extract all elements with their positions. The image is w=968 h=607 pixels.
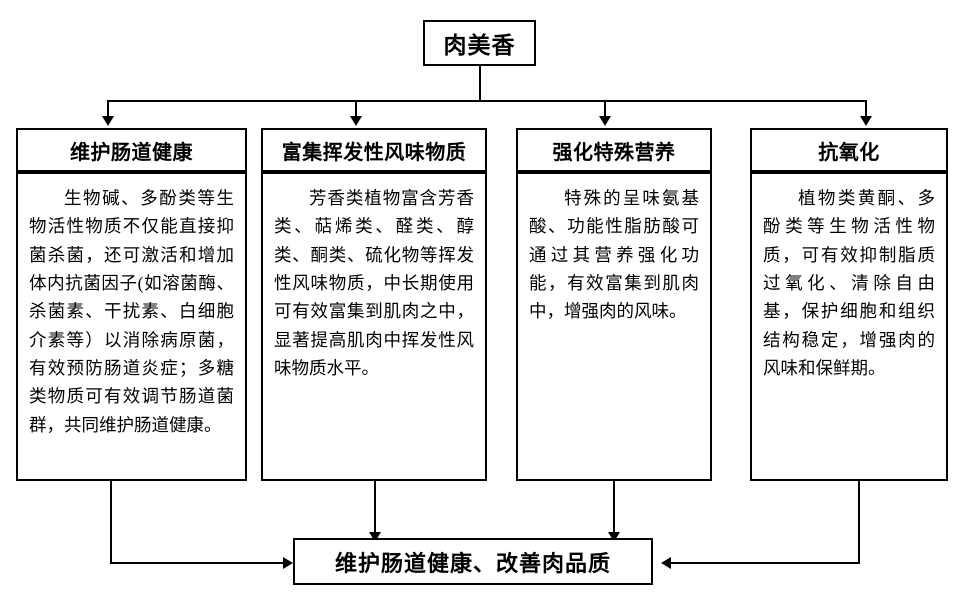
- column-header-1: 维护肠道健康: [16, 128, 247, 172]
- branch-line-4: [865, 100, 867, 118]
- branch-line-1: [107, 100, 109, 118]
- outflow-line-1-horizontal: [110, 562, 285, 564]
- column-body-1: 生物碱、多酚类等生物活性物质不仅能直接抑菌杀菌，还可激活和增加体内抗菌因子(如溶…: [16, 172, 247, 481]
- column-body-2: 芳香类植物富含芳香类、萜烯类、醛类、醇类、酮类、硫化物等挥发性风味物质，中长期使…: [261, 172, 487, 481]
- branch-line-3: [604, 100, 606, 118]
- column-header-2-text: 富集挥发性风味物质: [281, 141, 467, 164]
- column-body-1-text: 生物碱、多酚类等生物活性物质不仅能直接抑菌杀菌，还可激活和增加体内抗菌因子(如溶…: [29, 188, 234, 435]
- column-header-2: 富集挥发性风味物质: [261, 128, 487, 172]
- column-header-3: 强化特殊营养: [516, 128, 712, 172]
- outcome-text: 维护肠道健康、改善肉品质: [334, 550, 611, 576]
- branch-line-2: [355, 100, 357, 118]
- outflow-arrow-3: [608, 532, 620, 542]
- outflow-arrow-2: [369, 532, 381, 542]
- outflow-line-3: [613, 481, 615, 535]
- column-body-3-text: 特殊的呈味氨基酸、功能性脂肪酸可通过其营养强化功能，有效富集到肌肉中，增强肉的风…: [529, 188, 699, 322]
- branch-arrow-2: [350, 116, 362, 126]
- outflow-line-2: [374, 481, 376, 535]
- outflow-arrow-4: [661, 557, 671, 569]
- column-body-2-text: 芳香类植物富含芳香类、萜烯类、醛类、醇类、酮类、硫化物等挥发性风味物质，中长期使…: [274, 188, 474, 379]
- outflow-arrow-1: [283, 557, 293, 569]
- column-header-3-text: 强化特殊营养: [552, 141, 676, 164]
- outflow-line-4-vertical: [858, 481, 860, 564]
- column-body-4: 植物类黄酮、多酚类等生物活性物质，可有效抑制脂质过氧化、清除自由基，保护细胞和组…: [750, 172, 948, 481]
- title-text: 肉美香: [443, 33, 516, 58]
- column-header-4: 抗氧化: [750, 128, 948, 172]
- column-header-1-text: 维护肠道健康: [70, 141, 193, 164]
- branch-arrow-4: [860, 116, 872, 126]
- column-body-3: 特殊的呈味氨基酸、功能性脂肪酸可通过其营养强化功能，有效富集到肌肉中，增强肉的风…: [516, 172, 712, 481]
- outflow-line-1-vertical: [110, 481, 112, 564]
- title-stem-line: [479, 66, 481, 101]
- outflow-line-4-horizontal: [670, 562, 860, 564]
- title-box: 肉美香: [423, 20, 536, 66]
- branch-arrow-3: [599, 116, 611, 126]
- branch-arrow-1: [102, 116, 114, 126]
- distribution-bus-line: [107, 100, 867, 102]
- column-body-4-text: 植物类黄酮、多酚类等生物活性物质，可有效抑制脂质过氧化、清除自由基，保护细胞和组…: [763, 188, 935, 379]
- outcome-box: 维护肠道健康、改善肉品质: [293, 538, 653, 585]
- column-header-4-text: 抗氧化: [818, 141, 880, 164]
